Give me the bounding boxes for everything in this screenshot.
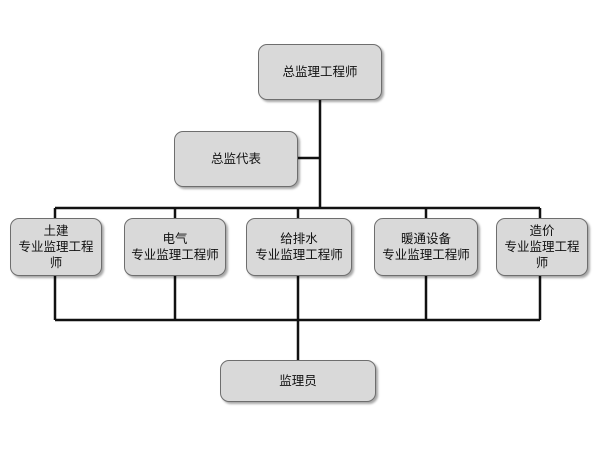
specialist-box-plumbing: 给排水 专业监理工程师	[246, 218, 352, 276]
specialist-label: 造价 专业监理工程 师	[504, 223, 580, 270]
chief-engineer-label: 总监理工程师	[282, 64, 358, 79]
specialist-box-cost: 造价 专业监理工程 师	[496, 218, 588, 276]
supervisor-box: 监理员	[220, 360, 376, 402]
specialist-label: 暖通设备 专业监理工程师	[382, 231, 470, 262]
chief-engineer-box: 总监理工程师	[258, 44, 382, 100]
deputy-box: 总监代表	[174, 131, 298, 187]
specialist-box-hvac: 暖通设备 专业监理工程师	[374, 218, 478, 276]
deputy-label: 总监代表	[210, 151, 261, 166]
specialist-label: 给排水 专业监理工程师	[255, 231, 343, 262]
specialist-label: 电气 专业监理工程师	[131, 231, 219, 262]
specialist-box-electrical: 电气 专业监理工程师	[124, 218, 226, 276]
specialist-box-civil: 土建 专业监理工程 师	[10, 218, 102, 276]
supervisor-label: 监理员	[279, 373, 317, 388]
specialist-label: 土建 专业监理工程 师	[18, 223, 94, 270]
